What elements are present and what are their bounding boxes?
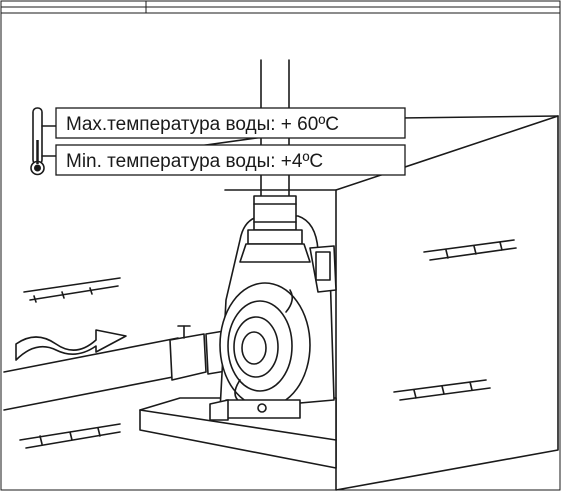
pump-unit	[209, 195, 337, 421]
max-temp-label: Max.температура воды: + 60ºC	[55, 107, 406, 139]
water-flow-arrow-icon	[15, 329, 127, 361]
thermometer-icon	[30, 107, 57, 176]
min-temp-label: Min. температура воды: +4ºC	[55, 144, 406, 176]
min-temp-text: Min. температура воды: +4ºC	[66, 151, 323, 172]
max-temp-text: Max.температура воды: + 60ºC	[66, 114, 339, 135]
pump-cabinet	[169, 115, 559, 491]
brick-wall-symbol-icon	[19, 239, 517, 449]
